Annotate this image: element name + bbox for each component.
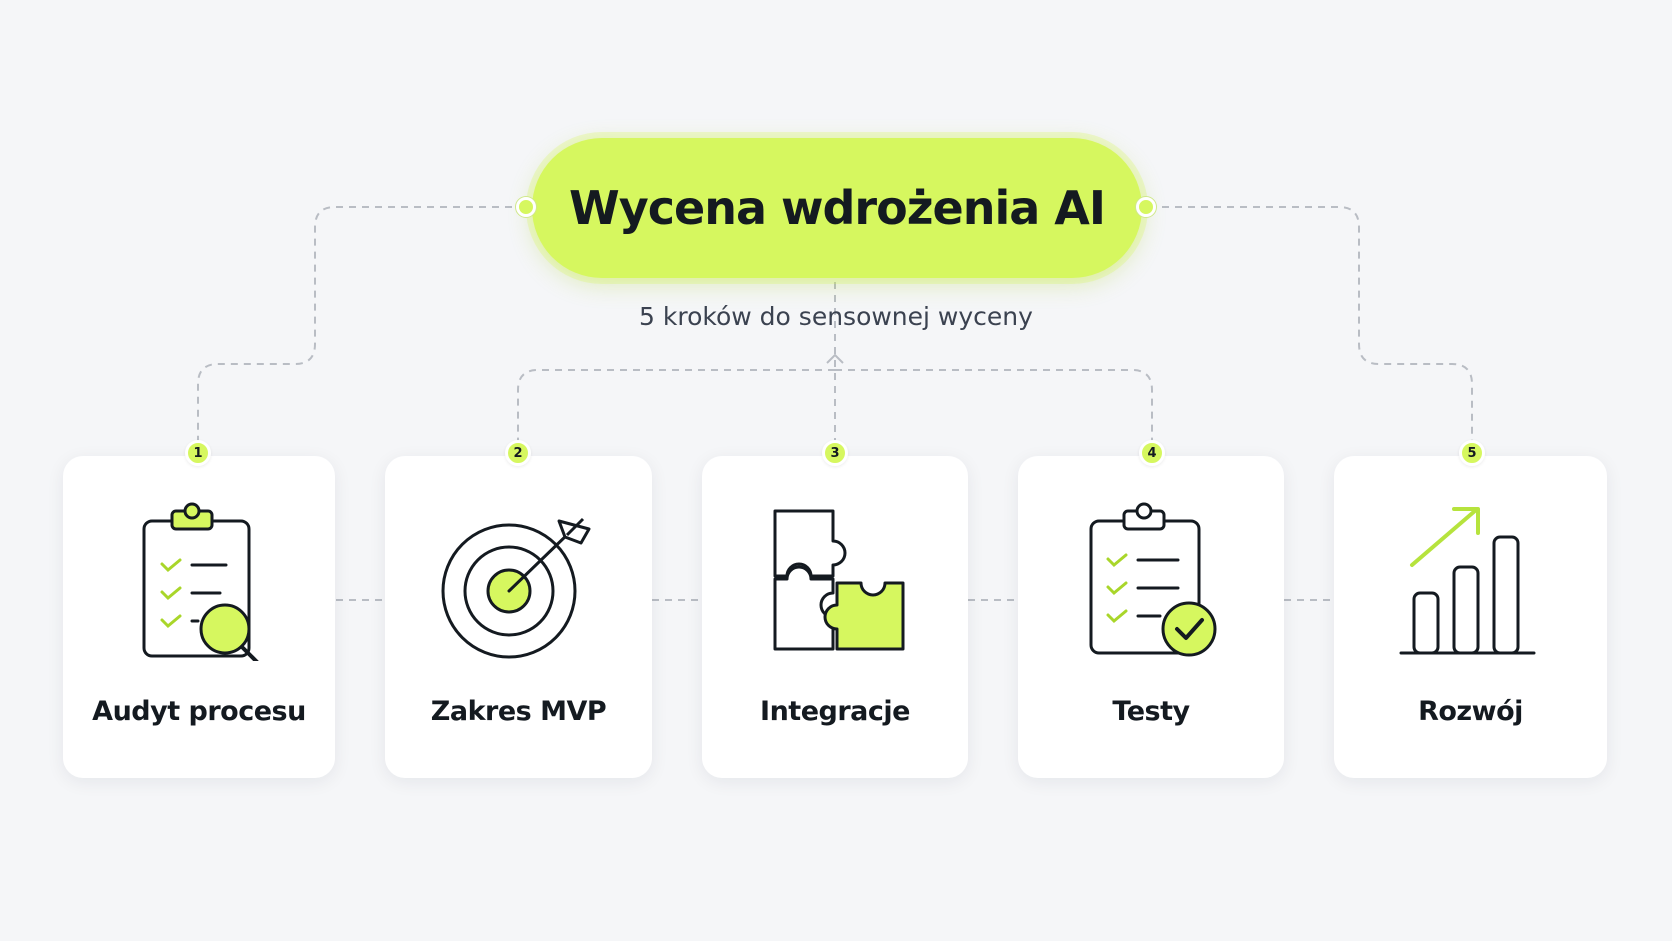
step-card-4: Testy — [1018, 456, 1284, 778]
step-label: Zakres MVP — [430, 696, 607, 727]
title-pill: Wycena wdrożenia AI — [532, 138, 1142, 278]
step-label: Integracje — [760, 696, 910, 727]
diagram-subtitle: 5 kroków do sensownej wyceny — [639, 302, 1033, 331]
step-card-3: Integracje — [702, 456, 968, 778]
connector-step-4 — [835, 369, 1153, 446]
target-arrow-icon — [441, 517, 590, 659]
step-number-badge-5: 5 — [1459, 440, 1485, 466]
clipboard-check-icon — [1089, 502, 1217, 657]
step-card-1: Audyt procesu — [63, 456, 335, 778]
step-number-badge-2: 2 — [505, 440, 531, 466]
connector-step-5 — [1162, 206, 1473, 446]
connector-step-2 — [517, 369, 835, 446]
title-left-connector-dot — [516, 197, 536, 217]
title-right-connector-dot — [1136, 197, 1156, 217]
growth-chart-icon — [1399, 507, 1535, 655]
connector-step-1 — [197, 206, 512, 446]
step-card-5: Rozwój — [1334, 456, 1607, 778]
step-number-badge-3: 3 — [822, 440, 848, 466]
puzzle-icon — [773, 509, 905, 651]
step-label: Testy — [1112, 696, 1190, 727]
clipboard-magnifier-icon — [142, 502, 259, 661]
step-label: Audyt procesu — [92, 696, 306, 727]
center-arrow-head — [826, 353, 844, 364]
step-number-badge-1: 1 — [185, 440, 211, 466]
step-label: Rozwój — [1418, 696, 1523, 727]
step-card-2: Zakres MVP — [385, 456, 652, 778]
step-number-badge-4: 4 — [1139, 440, 1165, 466]
diagram-title: Wycena wdrożenia AI — [569, 181, 1106, 235]
